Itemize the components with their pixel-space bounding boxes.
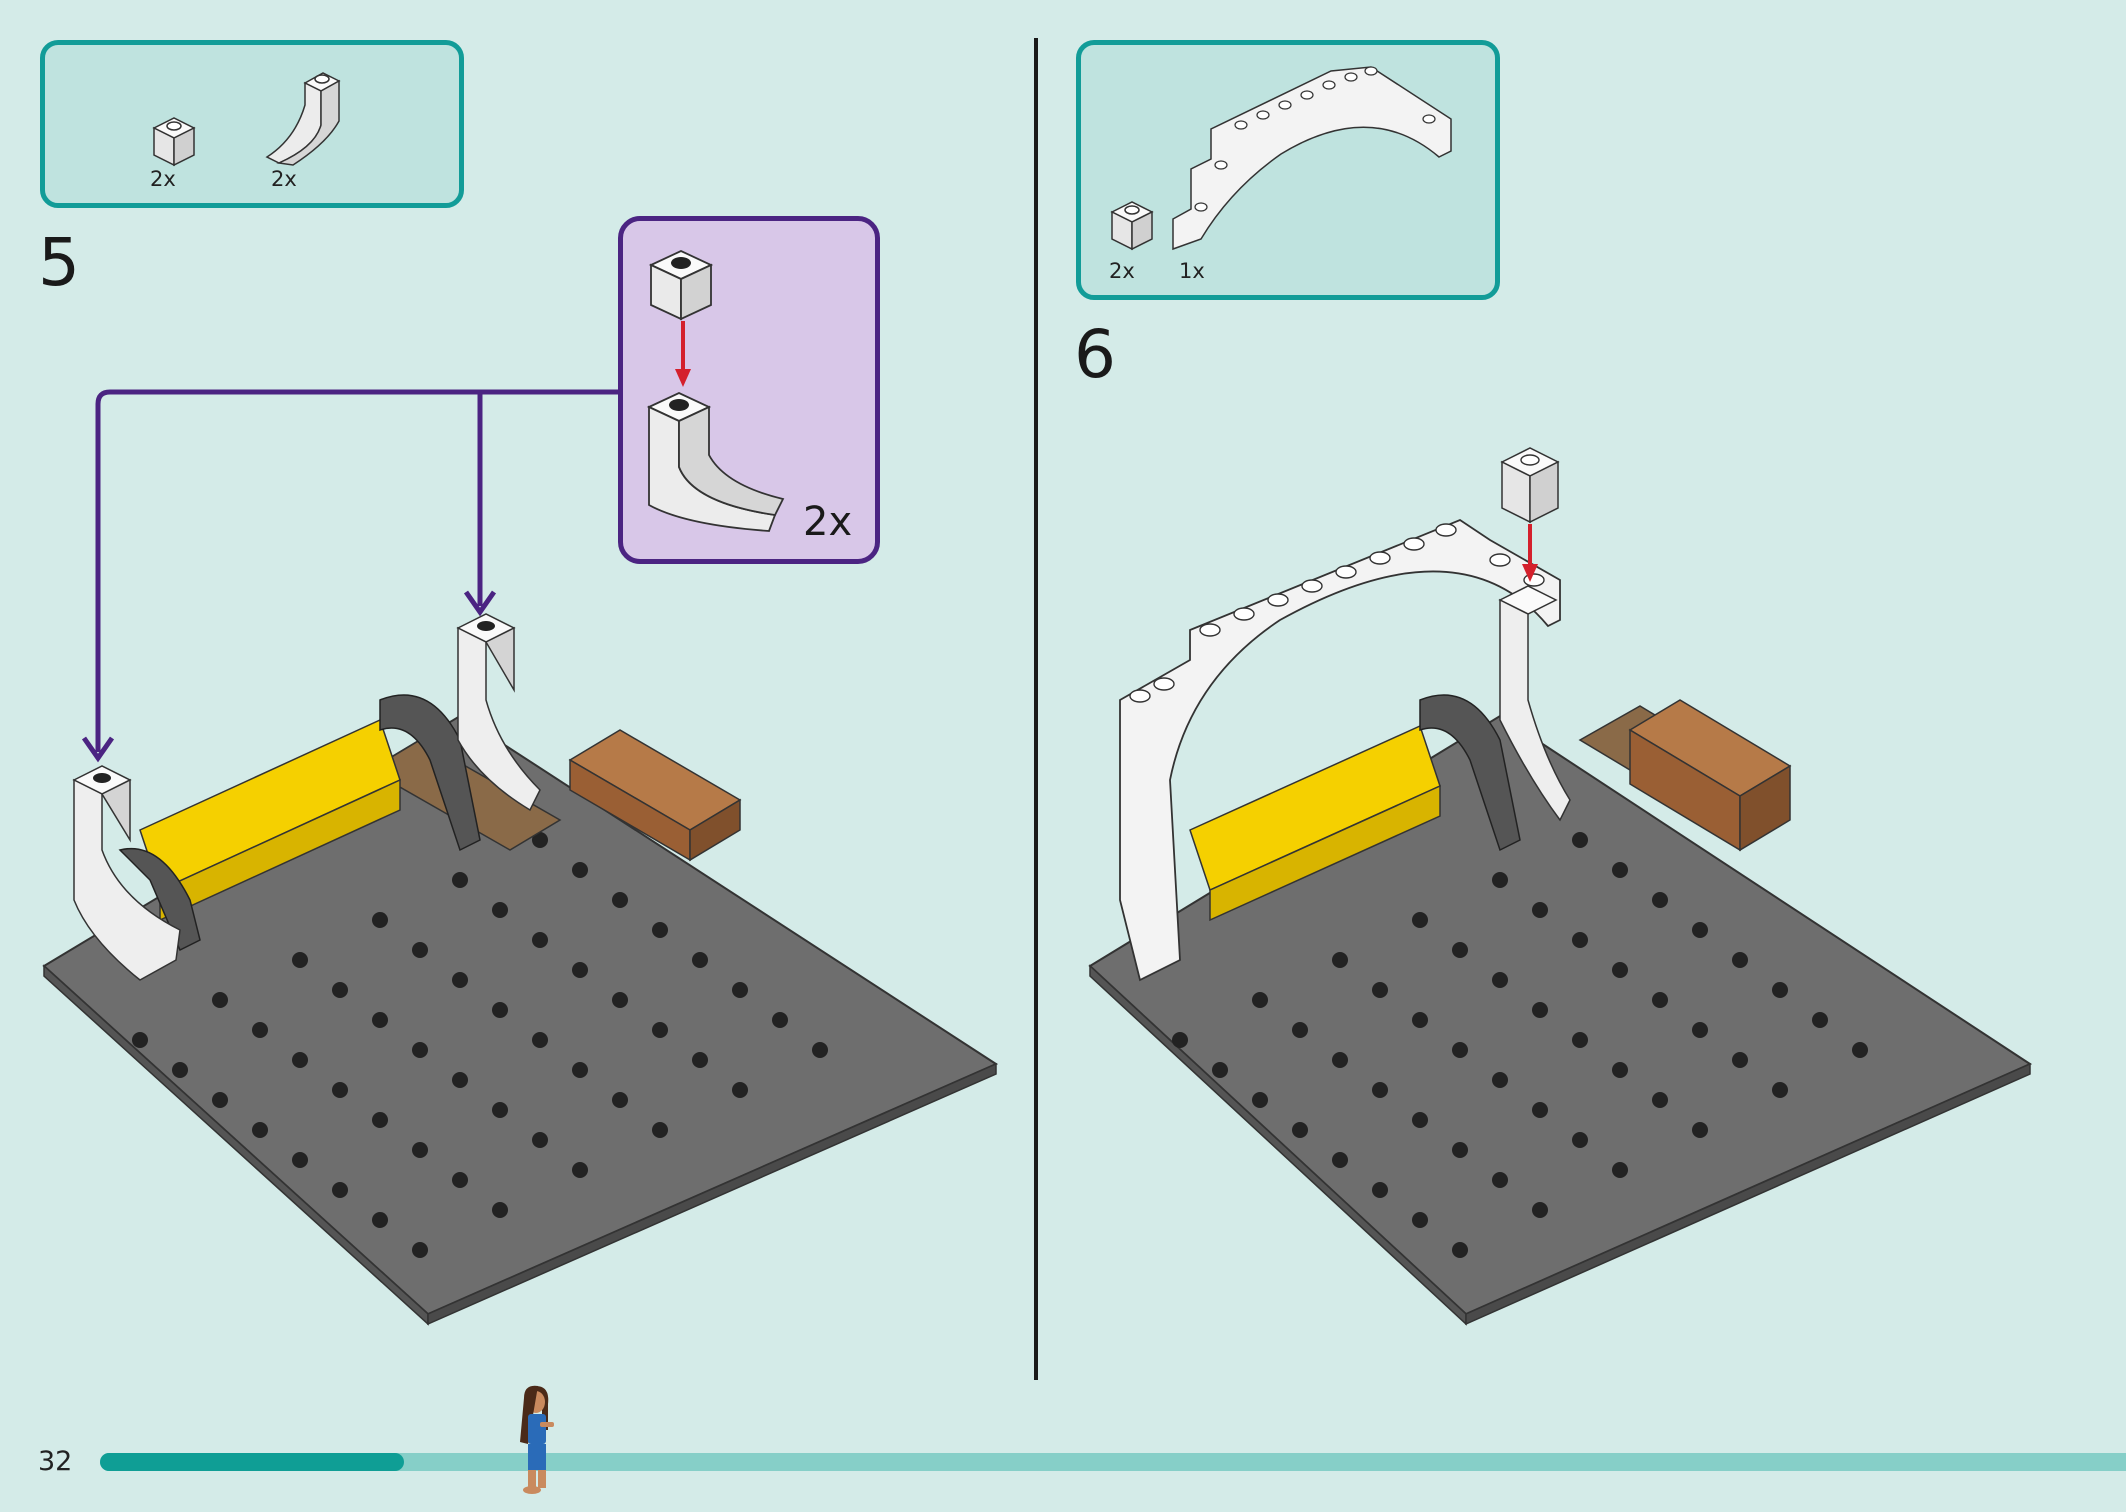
brick-1x1-icon bbox=[152, 117, 196, 167]
placement-arrows bbox=[81, 389, 620, 763]
progress-fill bbox=[100, 1453, 404, 1471]
curved-slope-icon bbox=[646, 392, 785, 532]
part-qty: 2x bbox=[271, 167, 297, 191]
part-qty: 1x bbox=[1179, 259, 1205, 283]
arch-icon bbox=[1172, 66, 1452, 251]
step5-model bbox=[42, 613, 999, 1326]
brick-1x1-icon bbox=[648, 250, 714, 321]
step6-model bbox=[1088, 447, 2033, 1326]
brick-1x1-icon bbox=[1110, 201, 1154, 251]
progress-track bbox=[100, 1453, 2126, 1471]
step-number: 5 bbox=[38, 224, 80, 301]
page-number: 32 bbox=[38, 1446, 73, 1477]
subassembly-callout: 2x bbox=[618, 216, 880, 564]
step5-parts-box: 2x 2x bbox=[40, 40, 464, 208]
part-qty: 2x bbox=[150, 167, 176, 191]
step6-parts-box: 2x 1x bbox=[1076, 40, 1500, 300]
step-divider bbox=[1034, 38, 1038, 1380]
step-number: 6 bbox=[1074, 316, 1116, 393]
curved-slope-icon bbox=[265, 72, 341, 166]
part-qty: 2x bbox=[1109, 259, 1135, 283]
red-arrow-icon bbox=[675, 321, 691, 387]
subassembly-qty: 2x bbox=[803, 499, 853, 545]
minifigure-icon bbox=[520, 1385, 554, 1494]
